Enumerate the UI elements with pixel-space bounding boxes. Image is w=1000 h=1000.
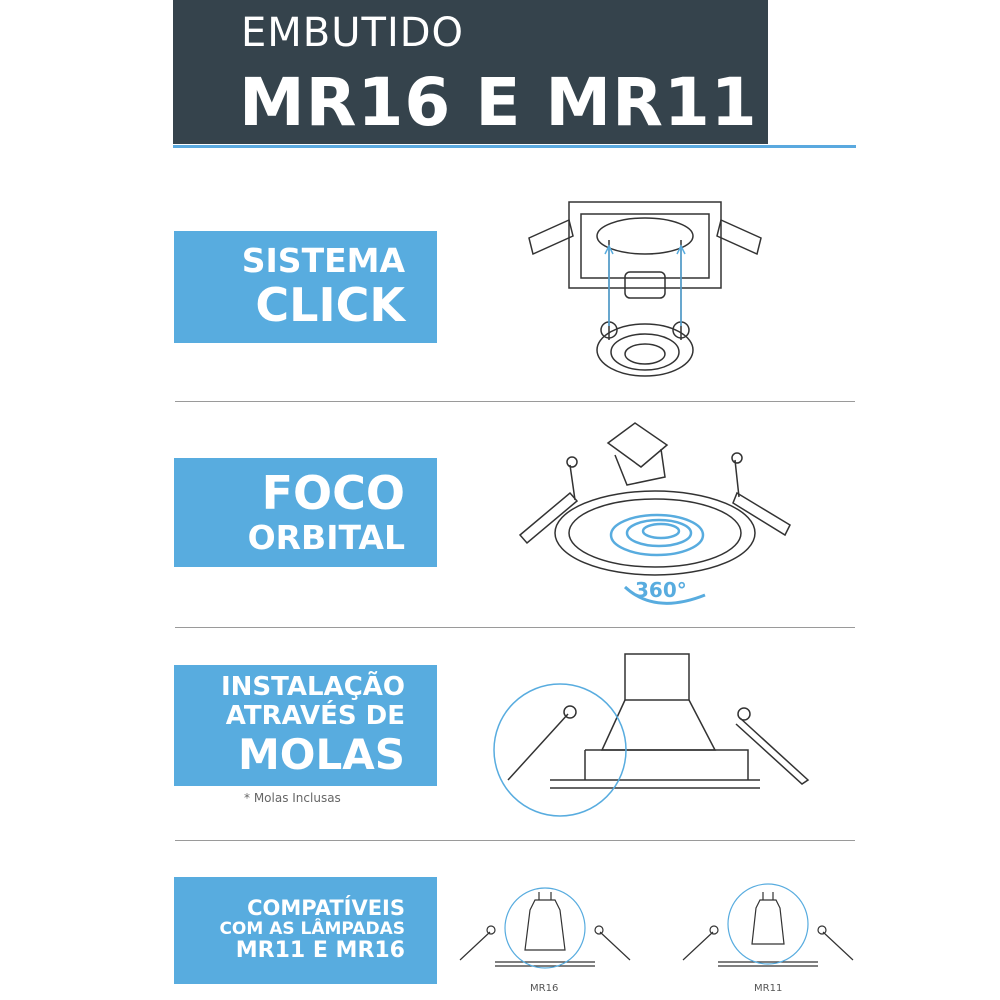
mr11-caption: MR11 — [754, 983, 783, 994]
spring-installation-illustration — [493, 653, 810, 817]
springs-note: * Molas Inclusas — [244, 791, 341, 805]
feature-label-foco-orbital: FOCO ORBITAL — [174, 458, 437, 567]
click-system-illustration — [528, 201, 762, 377]
section-divider — [175, 401, 855, 402]
mr11-fixture-illustration — [682, 883, 854, 967]
label-line: FOCO — [261, 466, 405, 521]
label-line: CLICK — [255, 277, 405, 332]
title-banner: EMBUTIDO MR16 E MR11 — [173, 0, 768, 144]
section-divider — [175, 627, 855, 628]
label-line: MOLAS — [237, 730, 405, 780]
label-line: COMPATÍVEIS — [247, 895, 405, 920]
feature-label-molas: INSTALAÇÃO ATRAVÉS DE MOLAS — [174, 665, 437, 786]
feature-label-sistema-click: SISTEMA CLICK — [174, 231, 437, 343]
label-line: ATRAVÉS DE — [225, 700, 405, 731]
title-line-1: EMBUTIDO — [241, 10, 465, 56]
feature-label-compativeis: COMPATÍVEIS COM AS LÂMPADAS MR11 E MR16 — [174, 877, 437, 984]
label-line: ORBITAL — [247, 517, 405, 557]
title-line-2: MR16 E MR11 — [239, 64, 758, 141]
rotation-badge: 360° — [635, 578, 687, 602]
section-divider — [175, 840, 855, 841]
label-line: SISTEMA — [241, 240, 405, 280]
label-line: COM AS LÂMPADAS — [219, 919, 405, 940]
rotate-arrow-icon — [623, 585, 706, 605]
mr16-fixture-illustration — [459, 887, 631, 969]
header-divider — [173, 145, 856, 148]
label-line: MR11 E MR16 — [235, 938, 405, 964]
mr16-caption: MR16 — [530, 983, 559, 994]
orbital-focus-illustration: 360° — [518, 422, 791, 605]
label-line: INSTALAÇÃO — [221, 671, 405, 702]
